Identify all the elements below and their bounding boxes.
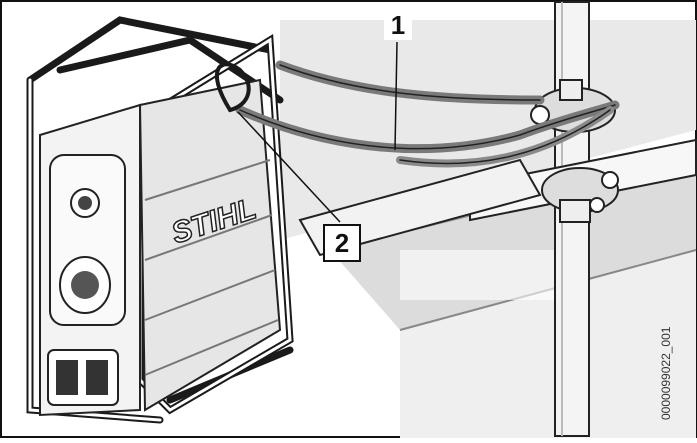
callout-1-leader: [394, 41, 398, 151]
callout-label-1: 1: [384, 10, 412, 40]
scaffold-clamp-lower: [541, 167, 619, 223]
callout-2-leader: [237, 111, 341, 223]
strap: [235, 60, 620, 168]
callout-label-2: 2: [323, 224, 361, 262]
loop: [214, 62, 251, 113]
figure-id: 0000099022_001: [659, 326, 673, 420]
control-panel: [47, 154, 126, 406]
